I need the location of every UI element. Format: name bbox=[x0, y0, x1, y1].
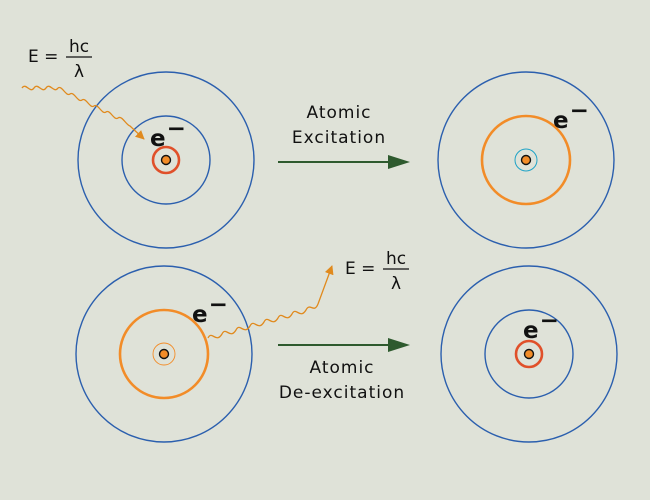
atom-excited: e− bbox=[437, 71, 615, 249]
excitation-transition: Atomic Excitation bbox=[278, 103, 410, 169]
middle-orbit bbox=[484, 309, 574, 399]
atom-excited-emitting: e− bbox=[75, 265, 253, 443]
excitation-caption-line1: Atomic bbox=[306, 103, 371, 123]
electron-orbit bbox=[151, 145, 181, 175]
deexcitation-caption-line2: De-excitation bbox=[279, 383, 405, 403]
formula-denominator: λ bbox=[74, 62, 84, 82]
electron-orbit bbox=[118, 308, 210, 400]
atom-ground-absorbing: e− bbox=[77, 71, 255, 249]
electron-label: e− bbox=[553, 98, 589, 134]
formula-lhs: E = bbox=[345, 259, 375, 279]
vacated-inner-orbit bbox=[152, 342, 176, 366]
excitation-arrow-icon bbox=[388, 155, 410, 169]
formula-denominator: λ bbox=[391, 274, 401, 294]
photon-energy-formula-out: E = hc λ bbox=[345, 249, 409, 294]
electron-label: e− bbox=[523, 308, 559, 344]
outer-orbit bbox=[440, 265, 618, 443]
atom-ground: e− bbox=[440, 265, 618, 443]
excitation-caption-line2: Excitation bbox=[292, 128, 386, 148]
formula-numerator: hc bbox=[69, 37, 89, 57]
incoming-photon-icon bbox=[21, 85, 144, 139]
outer-orbit bbox=[437, 71, 615, 249]
formula-lhs: E = bbox=[28, 47, 58, 67]
nucleus bbox=[523, 348, 535, 360]
deexcitation-transition: Atomic De-excitation bbox=[278, 338, 410, 403]
photon-energy-formula-in: E = hc λ bbox=[28, 37, 92, 82]
outgoing-photon-icon bbox=[207, 265, 334, 339]
electron-label: e− bbox=[192, 292, 228, 328]
deexcitation-caption-line1: Atomic bbox=[309, 358, 374, 378]
electron-orbit bbox=[480, 114, 572, 206]
formula-numerator: hc bbox=[386, 249, 406, 269]
nucleus bbox=[520, 154, 532, 166]
nucleus bbox=[158, 348, 170, 360]
middle-orbit bbox=[121, 115, 211, 205]
outer-orbit bbox=[75, 265, 253, 443]
vacated-inner-orbit bbox=[514, 148, 538, 172]
nucleus bbox=[160, 154, 172, 166]
outer-orbit bbox=[77, 71, 255, 249]
deexcitation-arrow-icon bbox=[388, 338, 410, 352]
electron-orbit bbox=[514, 339, 544, 369]
electron-label: e− bbox=[150, 116, 186, 152]
